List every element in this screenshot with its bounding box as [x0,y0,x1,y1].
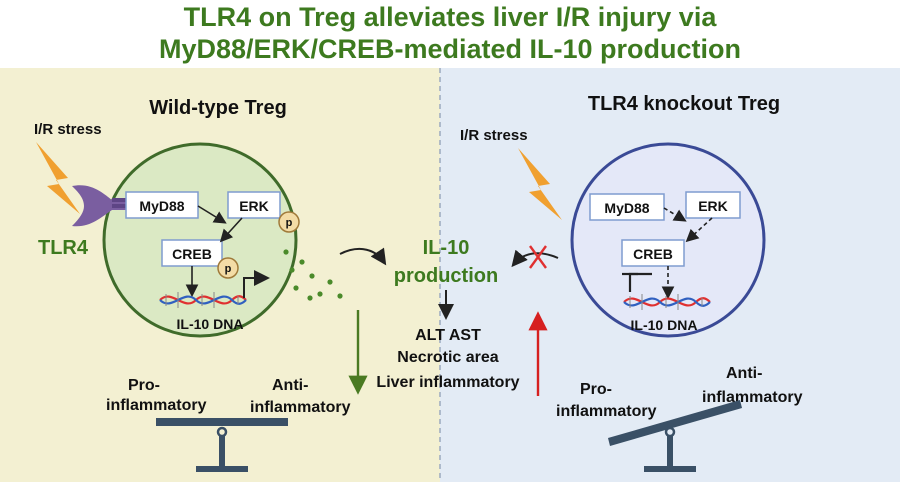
il10-line-1: IL-10 [423,237,470,259]
right-anti-label-1: Anti- [726,365,762,382]
outcome-alt-ast: ALT AST [415,327,481,344]
creb-phospho-badge [217,257,239,279]
left-heading: Wild-type Treg [149,97,287,119]
right-creb-box [621,239,685,267]
right-dna-label: IL-10 DNA [631,317,698,333]
left-stress-label: I/R stress [34,121,102,138]
left-myd88-label: MyD88 [139,198,184,214]
il10-line-2: production [394,265,498,287]
right-erk-label: ERK [698,198,728,214]
left-pro-label-2: inflammatory [106,397,207,414]
outcome-necrotic-area: Necrotic area [397,349,498,366]
right-pro-label-2: inflammatory [556,403,657,420]
arrow-myd88-to-erk [197,205,227,224]
left-myd88-box [125,191,199,219]
left-erk-box [227,191,281,219]
left-anti-label-2: inflammatory [250,399,351,416]
right-anti-label-2: inflammatory [702,389,803,406]
right-tilted-seesaw-icon [608,400,742,472]
right-myd88-label: MyD88 [604,200,649,216]
erk-phospho-label: p [286,217,293,229]
transcription-arrow [243,270,270,298]
right-heading: TLR4 knockout Treg [588,93,780,115]
left-erk-label: ERK [239,198,269,214]
block-x-icon [529,245,547,269]
right-stress-label: I/R stress [460,127,528,144]
tlr4-receptor-icon [72,185,136,227]
blocked-arrow-to-il10 [511,249,559,268]
creb-phospho-label: p [225,263,232,275]
right-lightning-bolt-icon [518,148,562,220]
tlr4-label: TLR4 [38,237,89,259]
title-line-1: TLR4 on Treg alleviates liver I/R injury… [184,2,718,32]
dashed-arrow-erk-to-creb [685,217,713,243]
left-dna-helix-icon [159,292,247,308]
left-anti-label-1: Anti- [272,377,308,394]
title-line-2: MyD88/ERK/CREB-mediated IL-10 production [159,34,741,64]
right-dna-helix-icon [623,294,711,310]
left-dna-label: IL-10 DNA [177,316,244,332]
arrow-to-il10-production [339,247,387,266]
il10-secretion-dots [283,249,343,301]
arrow-erk-to-creb [219,217,243,243]
right-pro-label-1: Pro- [580,381,612,398]
erk-phospho-badge [278,211,300,233]
left-balance-seesaw-icon [156,418,288,472]
left-creb-label: CREB [172,246,212,262]
dashed-arrow-myd88-to-erk [663,207,687,222]
outcome-liver-inflammatory: Liver inflammatory [376,374,519,391]
left-creb-box [161,239,223,267]
right-creb-label: CREB [633,246,673,262]
lightning-bolt-icon [36,142,80,214]
right-myd88-box [589,193,665,221]
left-pro-label-1: Pro- [128,377,160,394]
right-erk-box [685,191,741,219]
